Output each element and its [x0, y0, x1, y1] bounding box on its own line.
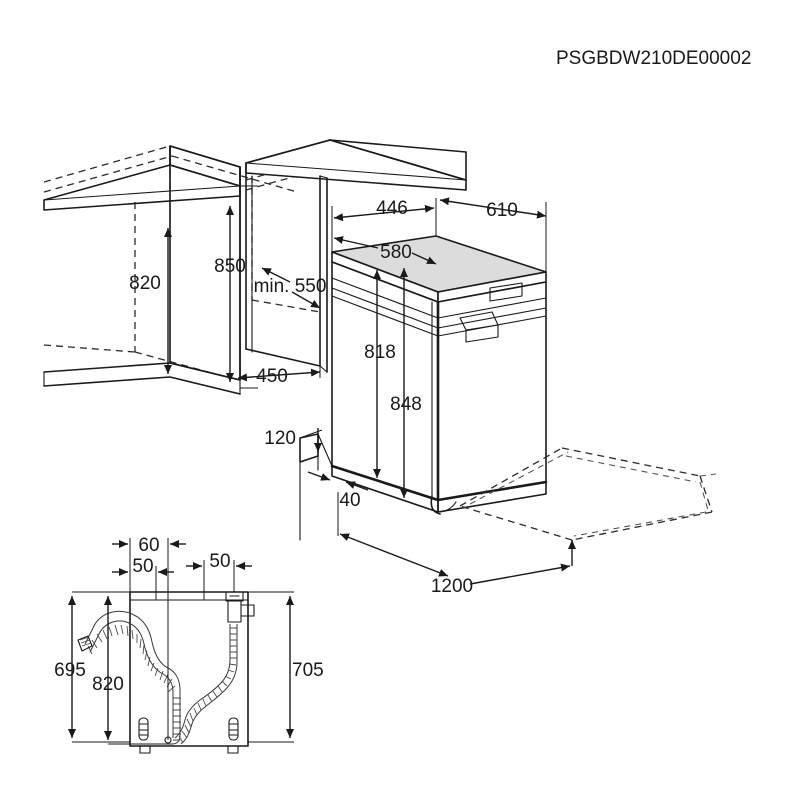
dimension-value-820: 820: [129, 273, 161, 294]
dimension-value-705: 705: [292, 660, 324, 681]
view-dishwasher: 446 610 580 818 848 120: [264, 197, 717, 597]
inlet-hose: [174, 591, 255, 745]
adjacent-cabinet-box: [245, 139, 467, 373]
dimension-body-height-818: 818: [364, 270, 396, 478]
rear-foot-left: [139, 745, 151, 754]
dimension-plinth-height-120: 120: [264, 428, 323, 463]
appliance-plinth: [330, 464, 548, 515]
rear-leveling-screws: [138, 717, 239, 741]
dimension-value-580: 580: [380, 242, 412, 263]
dimension-hose-offset-right-50: 50: [186, 551, 252, 600]
dimension-drain-height-695: 695: [54, 591, 130, 743]
control-display-window: [489, 282, 523, 302]
appliance-plinth-recess: [299, 433, 333, 541]
dimension-top-depth-446: 446: [331, 198, 437, 252]
drain-hose-connector: [77, 635, 93, 652]
dimension-drain-height-820: 820: [92, 596, 130, 745]
dimension-value-50-left: 50: [132, 556, 153, 577]
dimension-door-open-depth-610: 610: [439, 197, 547, 272]
dimension-worktop-height-850: 850: [214, 185, 258, 389]
dimension-value-610: 610: [486, 200, 518, 221]
view-cabinet-niche: 820 850 min. 550 450: [43, 139, 467, 395]
dimension-value-850: 850: [214, 256, 246, 277]
drawing-code-label: PSGBDW210DE00002: [556, 48, 751, 69]
niche-floor: [43, 362, 241, 395]
dimension-value-1200: 1200: [431, 576, 473, 597]
dimension-niche-height-820: 820: [129, 228, 172, 374]
dimension-inlet-height-705: 705: [248, 591, 324, 743]
dimension-hose-offset-left-50: 50: [112, 556, 174, 600]
niche-worktop: [43, 145, 241, 211]
dimension-door-clearance-1200: 1200: [337, 492, 571, 597]
dimension-niche-depth-min-550: min. 550: [254, 267, 327, 309]
door-split-line-left: [331, 295, 439, 337]
drain-hose: [77, 610, 181, 745]
dimension-value-818: 818: [364, 342, 396, 363]
dimension-value-695: 695: [54, 660, 86, 681]
dimension-value-120: 120: [264, 428, 296, 449]
dimension-value-820-rear: 820: [92, 674, 124, 695]
aquastop-valve: [225, 591, 255, 623]
door-split-line-front: [437, 315, 547, 337]
appliance-control-panel: [331, 277, 547, 329]
dimension-overall-height-848: 848: [390, 268, 422, 498]
dimension-value-50-right: 50: [209, 551, 230, 572]
rear-foot-right: [227, 745, 239, 754]
dimension-value-446: 446: [376, 198, 408, 219]
view-rear-connections: 60 50 50 695 820: [54, 535, 324, 754]
dimension-value-min550: min. 550: [254, 276, 327, 297]
dimension-body-depth-580: 580: [333, 236, 437, 265]
dimension-value-40: 40: [339, 490, 360, 511]
dimension-value-450: 450: [256, 366, 288, 387]
open-door-floor-footprint: [459, 447, 717, 549]
dimension-value-848: 848: [390, 394, 422, 415]
dimension-plinth-recess-40: 40: [307, 471, 369, 511]
dimension-value-60: 60: [138, 535, 159, 556]
